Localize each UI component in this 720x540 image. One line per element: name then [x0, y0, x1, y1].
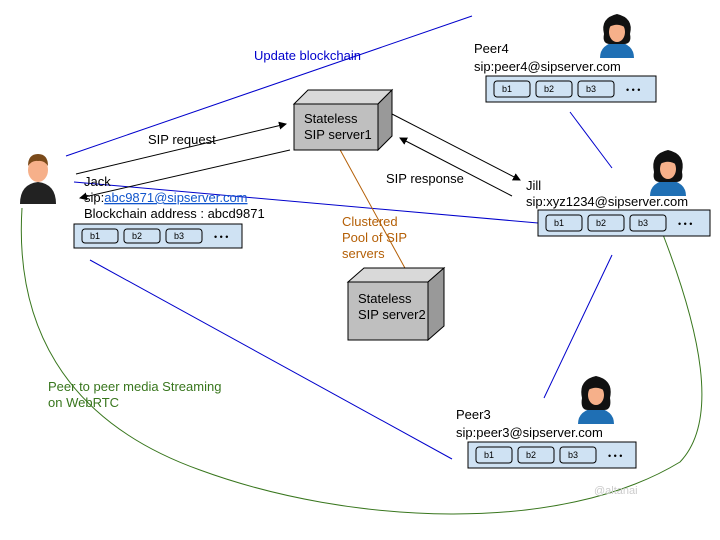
- peer4-block-b3: [577, 80, 615, 98]
- p2p-label-1: Peer to peer media Streaming: [48, 379, 221, 394]
- server2-line2: SIP server2: [358, 307, 426, 322]
- jill-avatar-icon: [650, 150, 686, 196]
- jack-chain-ellipsis: • • •: [214, 232, 228, 242]
- server1-line2: SIP server1: [304, 127, 372, 142]
- sip-to-jill-arrow: [391, 113, 521, 181]
- peer3-blockchain: b1 b2 b3 • • •: [467, 441, 637, 469]
- jack-sip: sip:abc9871@sipserver.com: [84, 190, 248, 205]
- jill-peer3-line: [543, 254, 613, 399]
- jill-block-label-b3: b3: [638, 218, 648, 228]
- sip-request-arrow: [75, 121, 287, 175]
- update-blockchain-line: [65, 15, 473, 157]
- jill-block-label-b2: b2: [596, 218, 606, 228]
- sip-request-label: SIP request: [148, 132, 216, 147]
- server2-line1: Stateless: [358, 291, 412, 306]
- clustered-label-2: Pool of SIP: [342, 230, 407, 245]
- blockchain-strips: b1 b2 b3 • • • b1 b2 b3 • • • b1 b2 b3 • • • b1 b2 b3 •…: [73, 75, 711, 469]
- clustered-label-3: servers: [342, 246, 385, 261]
- jill-block-b1: [545, 214, 583, 232]
- peer4-block-label-b3: b3: [586, 84, 596, 94]
- peer3-block-b2: [517, 446, 555, 464]
- sip-arrows: [75, 113, 521, 201]
- jack-blockchain-address: Blockchain address : abcd9871: [84, 206, 265, 221]
- watermark: @altanai: [594, 485, 638, 497]
- jack-block-label-b3: b3: [174, 231, 184, 241]
- jack-peer3-line: [89, 259, 453, 460]
- p2p-label-2: on WebRTC: [48, 395, 119, 410]
- jill-sip: sip:xyz1234@sipserver.com: [526, 194, 688, 209]
- jill-blockchain: b1 b2 b3 • • •: [537, 209, 711, 237]
- peer4-block-label-b2: b2: [544, 84, 554, 94]
- peer3-chain-ellipsis: • • •: [608, 451, 622, 461]
- peer3-name: Peer3: [456, 407, 491, 422]
- jack-sip-link[interactable]: abc9871@sipserver.com: [104, 190, 247, 205]
- peer3-block-label-b3: b3: [568, 450, 578, 460]
- jill-name: Jill: [526, 178, 541, 193]
- peer4-block-b2: [535, 80, 573, 98]
- sip-response-label: SIP response: [386, 171, 464, 186]
- cluster-line: [337, 145, 407, 271]
- jack-block-label-b1: b1: [90, 231, 100, 241]
- jill-block-b2: [587, 214, 625, 232]
- sip-server1-box: Stateless SIP server1: [292, 88, 394, 152]
- sip-response-arrow: [399, 137, 513, 197]
- blue-connection-lines: [65, 15, 613, 460]
- peer3-sip: sip:peer3@sipserver.com: [456, 425, 603, 440]
- peer4-jill-line: [569, 111, 613, 169]
- peer4-sip: sip:peer4@sipserver.com: [474, 59, 621, 74]
- jill-block-b3: [629, 214, 667, 232]
- jack-block-b2: [123, 228, 161, 244]
- server1-line1: Stateless: [304, 111, 358, 126]
- jack-sip-prefix: sip:: [84, 190, 104, 205]
- peer4-block-label-b1: b1: [502, 84, 512, 94]
- peer4-name: Peer4: [474, 41, 509, 56]
- jack-block-label-b2: b2: [132, 231, 142, 241]
- peer3-block-label-b2: b2: [526, 450, 536, 460]
- jill-block-label-b1: b1: [554, 218, 564, 228]
- peer3-block-label-b1: b1: [484, 450, 494, 460]
- peer4-chain-ellipsis: • • •: [626, 85, 640, 95]
- clustered-label-1: Clustered: [342, 214, 398, 229]
- jack-jill-line: [73, 181, 539, 224]
- peer3-block-b1: [475, 446, 513, 464]
- peer3-avatar-icon: [578, 376, 614, 424]
- jack-block-b3: [165, 228, 203, 244]
- update-blockchain-label: Update blockchain: [254, 48, 361, 63]
- sip-request-return-arrow: [79, 149, 291, 201]
- peer3-block-b3: [559, 446, 597, 464]
- jack-avatar-icon: [20, 154, 56, 204]
- peer4-blockchain: b1 b2 b3 • • •: [485, 75, 657, 103]
- p2p-media-curve: [20, 207, 703, 515]
- jill-chain-ellipsis: • • •: [678, 219, 692, 229]
- sip-server2-box: Stateless SIP server2: [346, 266, 446, 342]
- jack-block-b1: [81, 228, 119, 244]
- peer4-avatar-icon: [600, 14, 634, 58]
- jack-name: Jack: [84, 174, 111, 189]
- peer4-block-b1: [493, 80, 531, 98]
- jack-blockchain: b1 b2 b3 • • •: [73, 223, 243, 249]
